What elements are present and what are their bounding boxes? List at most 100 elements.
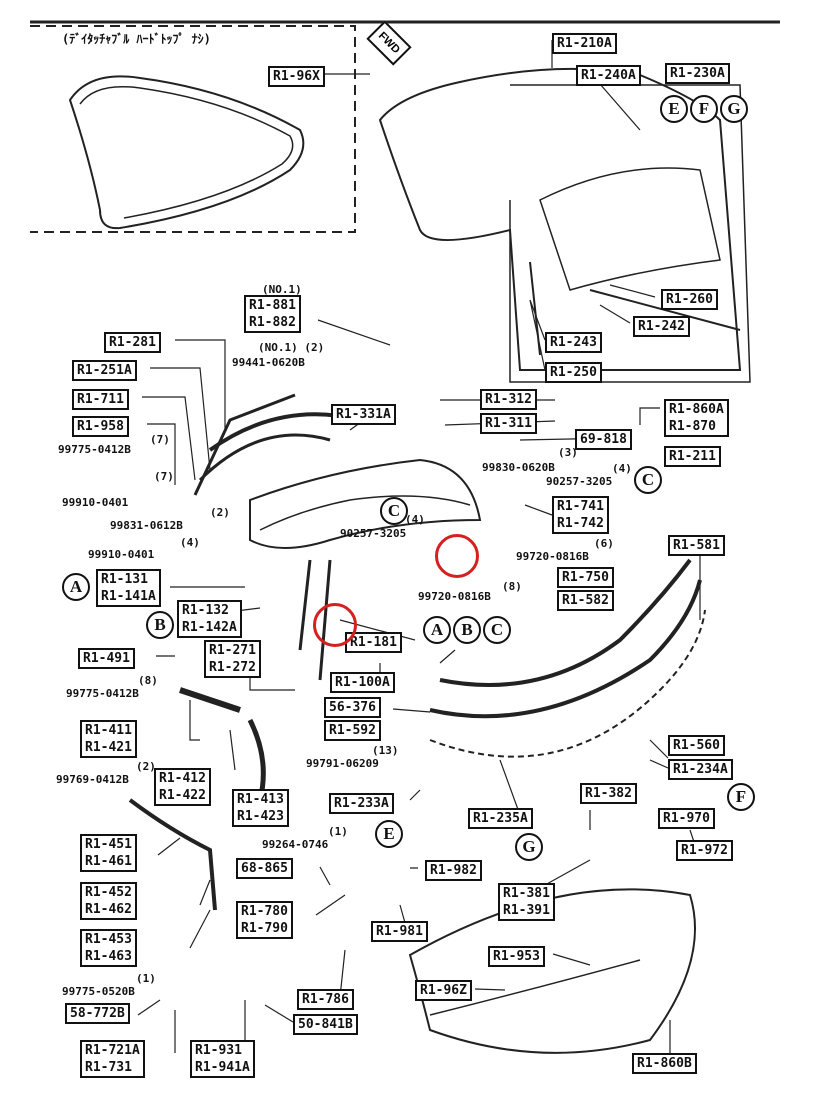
quantity-note: (6) <box>594 537 614 550</box>
inset-border <box>30 25 356 233</box>
part-label-r1-581: R1-581 <box>668 535 725 556</box>
part-label-69-818: 69-818 <box>575 429 632 450</box>
reference-circle-e: E <box>660 95 688 123</box>
quantity-note: (7) <box>150 433 170 446</box>
quantity-note: (NO.1) (2) <box>258 341 325 354</box>
part-label-50-841b: 50-841B <box>293 1014 358 1035</box>
quantity-note: (4) <box>180 536 200 549</box>
inset-title: (ﾃﾞｲﾀｯﾁｬﾌﾞﾙ ﾊｰﾄﾞﾄｯﾌﾟ ﾅｼ) <box>62 32 211 46</box>
highlight-circle <box>313 603 357 647</box>
reference-circle-a: A <box>423 616 451 644</box>
reference-circle-b: B <box>146 611 174 639</box>
part-label-r1-750: R1-750 <box>557 567 614 588</box>
part-number: 99775-0412B <box>66 687 139 700</box>
quantity-note: (8) <box>502 580 522 593</box>
reference-circle-f: F <box>690 95 718 123</box>
quantity-note: (1) <box>136 972 156 985</box>
quantity-note: (1) <box>328 825 348 838</box>
part-label-r1-242: R1-242 <box>633 316 690 337</box>
top-frame <box>249 458 482 549</box>
part-label-r1-251a: R1-251A <box>72 360 137 381</box>
quantity-note: (NO.1) <box>262 283 302 296</box>
reference-circle-g: G <box>515 833 543 861</box>
part-label-r1-491: R1-491 <box>78 648 135 669</box>
part-label-r1-582: R1-582 <box>557 590 614 611</box>
tonneau-cover <box>408 888 696 1054</box>
part-number: 99791-06209 <box>306 757 379 770</box>
reference-circle-a: A <box>62 573 90 601</box>
rear-window <box>539 167 721 291</box>
part-number: 99910-0401 <box>88 548 155 561</box>
part-number: 90257-3205 <box>340 527 407 540</box>
part-number: 99720-0816B <box>418 590 491 603</box>
part-label-r1-235a: R1-235A <box>468 808 533 829</box>
part-label-r1-972: R1-972 <box>676 840 733 861</box>
reference-circle-e: E <box>375 820 403 848</box>
part-label-r1-331a: R1-331A <box>331 404 396 425</box>
part-label-r1-181: R1-181 <box>345 632 402 653</box>
part-label-r1-243: R1-243 <box>545 332 602 353</box>
part-label-68-865: 68-865 <box>236 858 293 879</box>
reference-circle-c: C <box>483 616 511 644</box>
part-label-58-772b: 58-772B <box>65 1003 130 1024</box>
part-label-r1-250: R1-250 <box>545 362 602 383</box>
hardtop-shape <box>68 75 305 230</box>
highlight-circle <box>435 534 479 578</box>
part-label-r1-982: R1-982 <box>425 860 482 881</box>
reference-circle-c: C <box>380 497 408 525</box>
quantity-note: (7) <box>154 470 174 483</box>
part-label-r1-233a: R1-233A <box>329 793 394 814</box>
part-label-r1-211: R1-211 <box>664 446 721 467</box>
part-label-r1-786: R1-786 <box>297 989 354 1010</box>
quantity-note: (13) <box>372 744 399 757</box>
part-label-r1-312: R1-312 <box>480 389 537 410</box>
rear-bow-2 <box>429 579 702 719</box>
part-label-r1-953: R1-953 <box>488 946 545 967</box>
part-label-r1-234a: R1-234A <box>668 759 733 780</box>
part-number: 99264-0746 <box>262 838 329 851</box>
part-label-56-376: 56-376 <box>324 697 381 718</box>
part-label-r1-210a: R1-210A <box>552 33 617 54</box>
part-label-r1-981: R1-981 <box>371 921 428 942</box>
part-number: 99831-0612B <box>110 519 183 532</box>
part-label-r1-281: R1-281 <box>104 332 161 353</box>
part-number: 99775-0520B <box>62 985 135 998</box>
part-number: 99830-0620B <box>482 461 555 474</box>
soft-top <box>378 67 742 371</box>
rear-bow-1 <box>439 558 692 687</box>
part-label-r1-311: R1-311 <box>480 413 537 434</box>
quantity-note: (4) <box>405 513 425 526</box>
quantity-note: (4) <box>612 462 632 475</box>
part-label-r1-592: R1-592 <box>324 720 381 741</box>
part-number: 99441-0620B <box>232 356 305 369</box>
quantity-note: (8) <box>138 674 158 687</box>
part-label-r1-958: R1-958 <box>72 416 129 437</box>
part-number: 99720-0816B <box>516 550 589 563</box>
quantity-note: (2) <box>136 760 156 773</box>
quantity-note: (3) <box>558 446 578 459</box>
quantity-note: (2) <box>210 506 230 519</box>
part-label-r1-230a: R1-230A <box>665 63 730 84</box>
part-number: 99775-0412B <box>58 443 131 456</box>
part-label-r1-860b: R1-860B <box>632 1053 697 1074</box>
part-label-r1-970: R1-970 <box>658 808 715 829</box>
part-number: 99910-0401 <box>62 496 129 509</box>
part-number: 90257-3205 <box>546 475 613 488</box>
